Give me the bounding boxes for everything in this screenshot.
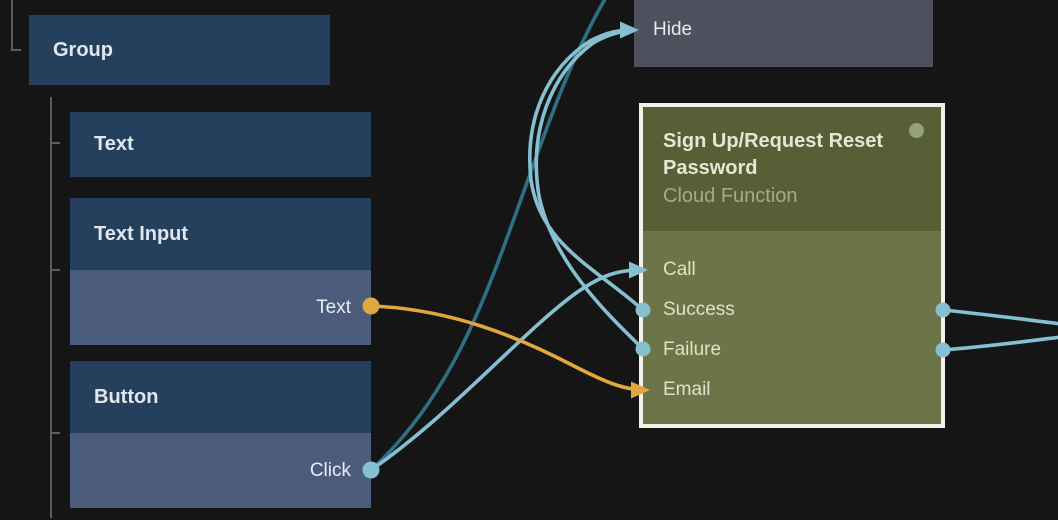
node-text-input-header[interactable]: Text Input [70, 198, 371, 270]
tree-connector-root-horizontal [11, 49, 21, 51]
status-dot [909, 123, 924, 138]
node-button[interactable]: Button Click [70, 361, 371, 508]
wire-click-to-call[interactable] [369, 268, 641, 472]
tree-tick-text [50, 142, 60, 144]
node-hide-label: Hide [653, 18, 693, 40]
port-row-click-output[interactable]: Click [70, 433, 371, 508]
node-group[interactable]: Group [29, 15, 330, 85]
port-text-output-label: Text [316, 296, 351, 318]
tree-connector-root-vertical [11, 0, 13, 51]
port-row-text-output[interactable]: Text [70, 270, 371, 345]
port-failure-label: Failure [663, 339, 722, 360]
port-success[interactable]: Success [643, 290, 941, 330]
port-call-label: Call [663, 259, 696, 280]
cloud-function-ports: Call Success Failure Email [643, 231, 941, 410]
node-text[interactable]: Text [70, 112, 371, 177]
wire-failure-out-right[interactable] [942, 335, 1058, 352]
node-text-label: Text [94, 133, 134, 155]
node-text-input[interactable]: Text Input Text [70, 198, 371, 345]
wire-click-to-offscreen-top[interactable] [369, 0, 608, 472]
port-email-label: Email [663, 379, 711, 400]
node-group-label: Group [53, 38, 113, 61]
port-success-label: Success [663, 299, 735, 320]
node-button-header[interactable]: Button [70, 361, 371, 433]
tree-tick-button [50, 432, 60, 434]
cloud-function-subtitle: Cloud Function [663, 185, 798, 207]
port-click-output-label: Click [309, 459, 351, 481]
node-text-input-label: Text Input [94, 222, 189, 245]
wire-success-out-right[interactable] [942, 308, 1058, 326]
port-call[interactable]: Call [643, 250, 941, 290]
node-button-label: Button [94, 385, 159, 408]
cloud-function-header[interactable]: Sign Up/Request Reset Password Cloud Fun… [643, 107, 941, 231]
wire-text-to-email[interactable] [370, 304, 643, 392]
cloud-function-title: Sign Up/Request Reset Password [663, 130, 884, 179]
tree-tick-text-input [50, 269, 60, 271]
wire-failure-to-hide[interactable] [534, 29, 645, 351]
tree-connector-children-vertical [50, 97, 52, 518]
port-failure[interactable]: Failure [643, 330, 941, 370]
port-email[interactable]: Email [643, 370, 941, 410]
node-hide[interactable]: Hide [634, 0, 933, 67]
node-cloud-function[interactable]: Sign Up/Request Reset Password Cloud Fun… [639, 103, 945, 428]
wire-success-to-hide[interactable] [528, 28, 645, 312]
